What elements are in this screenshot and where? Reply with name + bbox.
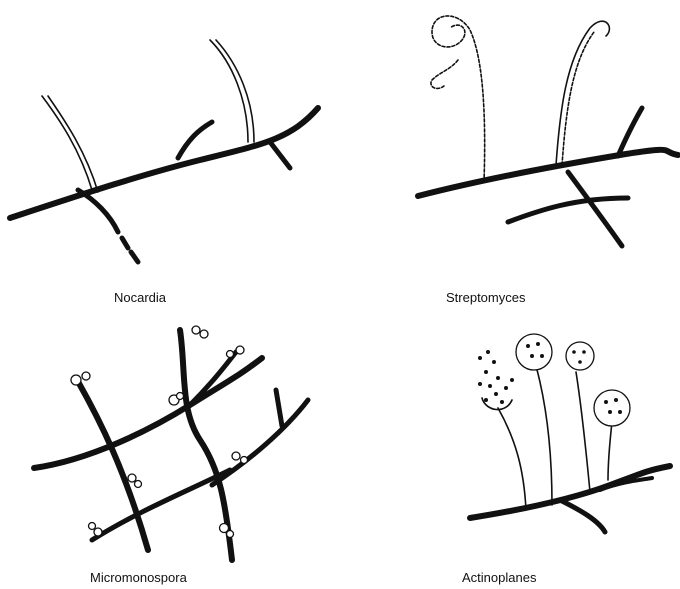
streptomyces-branch	[508, 198, 628, 222]
actinoplanes-sporangiophore	[498, 408, 526, 510]
nocardia-branch	[178, 122, 212, 158]
micromonospora-hypha	[76, 378, 148, 550]
micromonospora-hypha	[212, 400, 308, 485]
streptomyces-spore-chain	[431, 60, 458, 88]
actinoplanes-sporangiophore	[576, 372, 590, 492]
actinoplanes-sporangium	[594, 390, 630, 426]
actinoplanes-released-spores	[478, 350, 514, 404]
streptomyces-aerial-hypha	[562, 32, 594, 165]
nocardia-illustration: Nocardia	[10, 40, 318, 305]
nocardia-label: Nocardia	[114, 290, 167, 305]
actinoplanes-sporangium	[566, 342, 594, 370]
streptomyces-label: Streptomyces	[446, 290, 526, 305]
actinoplanes-illustration: Actinoplanes	[462, 334, 670, 585]
micromonospora-hypha	[92, 470, 230, 540]
nocardia-branch	[270, 142, 290, 168]
actinoplanes-substrate-hypha	[470, 466, 670, 518]
nocardia-substrate-hypha	[10, 108, 318, 218]
actinoplanes-sporangiophore	[608, 422, 612, 480]
streptomyces-branch	[568, 172, 622, 246]
actinoplanes-sporangiophore	[536, 366, 552, 505]
micromonospora-substrate-hypha	[34, 358, 262, 468]
streptomyces-spore-chain	[432, 16, 485, 182]
micromonospora-branch	[276, 390, 282, 426]
actinoplanes-sporangium	[516, 334, 552, 370]
streptomyces-substrate-hypha	[418, 150, 678, 196]
micromonospora-illustration: Micromonospora	[34, 326, 308, 585]
nocardia-aerial-hypha	[42, 96, 92, 190]
nocardia-fragment	[131, 252, 138, 262]
nocardia-fragmenting-hypha	[78, 190, 118, 232]
micromonospora-label: Micromonospora	[90, 570, 188, 585]
actinoplanes-label: Actinoplanes	[462, 570, 537, 585]
actinoplanes-branch	[560, 500, 605, 532]
streptomyces-illustration: Streptomyces	[418, 16, 678, 305]
streptomyces-branch	[618, 108, 642, 156]
nocardia-fragment	[122, 238, 128, 248]
